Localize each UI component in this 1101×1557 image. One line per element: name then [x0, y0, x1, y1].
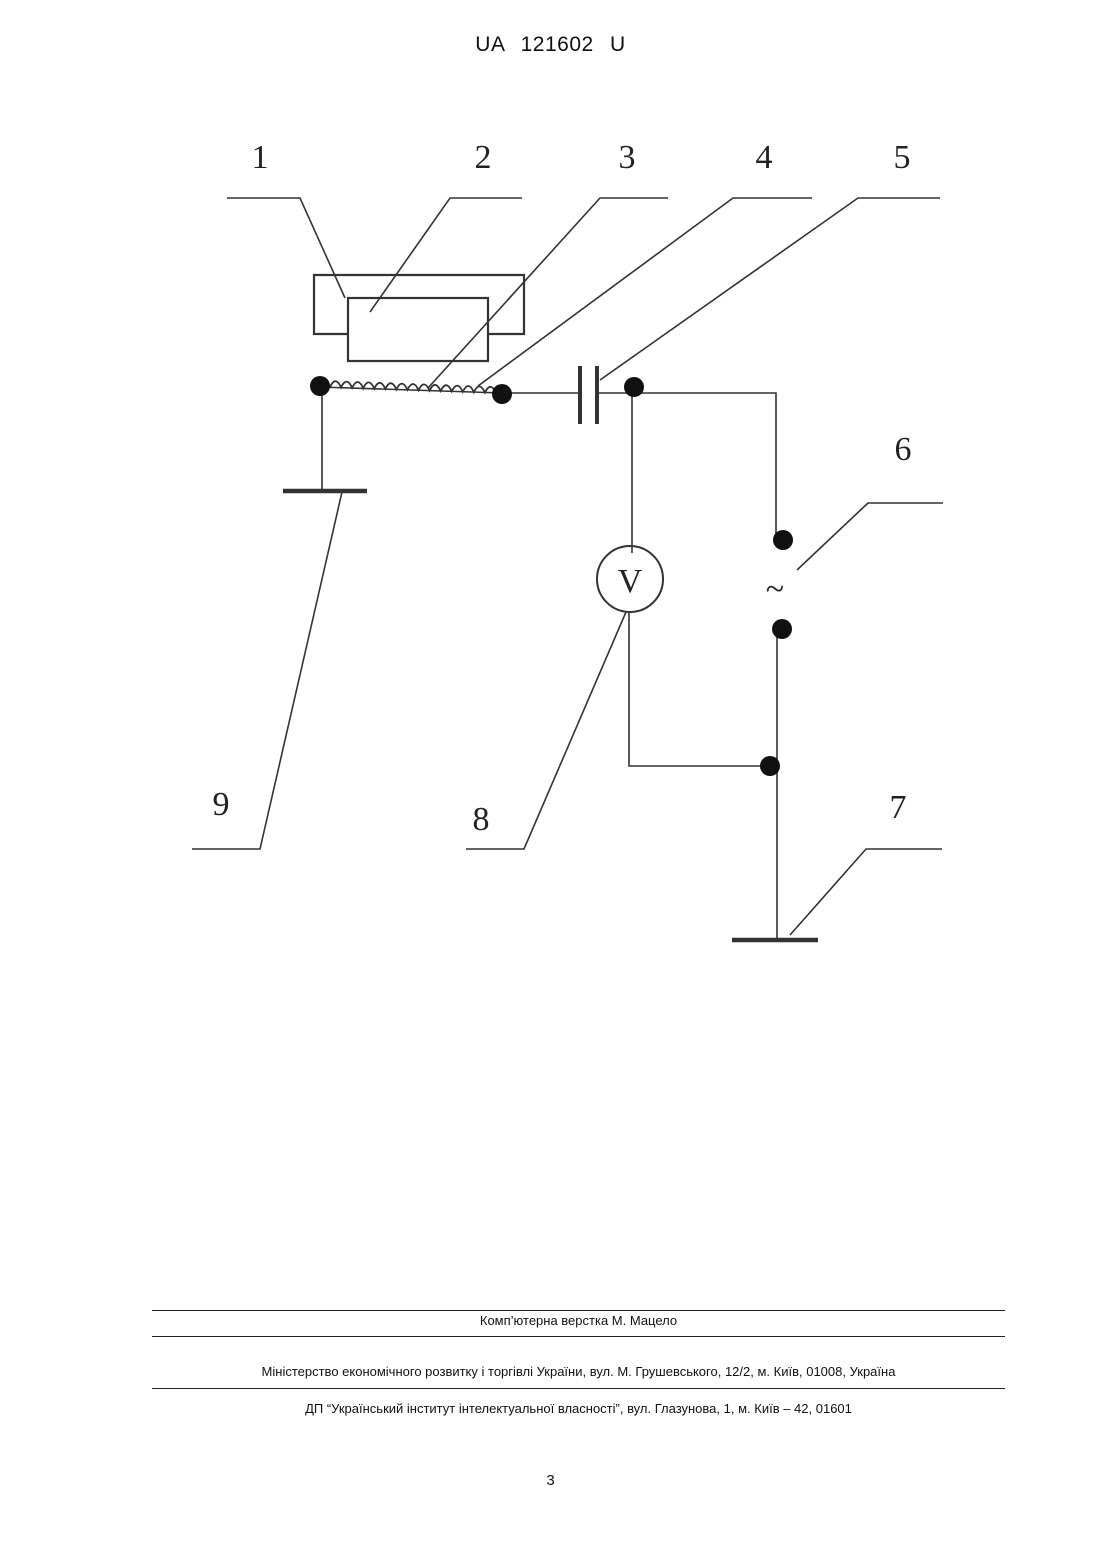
leader-7 [790, 849, 942, 935]
node-junction [760, 756, 780, 776]
leader-5 [600, 198, 940, 380]
node-capacitor-right [624, 377, 644, 397]
label-7: 7 [890, 789, 907, 826]
ac-source-symbol: ~ [766, 571, 784, 608]
terminal-bottom [772, 619, 792, 639]
holder-frame [314, 275, 524, 334]
label-9: 9 [213, 786, 230, 823]
node-left [310, 376, 330, 396]
circuit-diagram: V ~ 1 2 3 4 5 6 7 8 9 [0, 0, 1101, 1000]
leader-3 [428, 198, 668, 388]
terminal-top [773, 530, 793, 550]
label-2: 2 [475, 139, 492, 176]
page-number: 3 [0, 1472, 1101, 1489]
label-1: 1 [252, 139, 269, 176]
voltmeter-symbol: V [618, 563, 643, 600]
leader-6 [797, 503, 943, 570]
leader-1 [227, 198, 345, 298]
footer-rule-top [152, 1310, 1005, 1311]
wire-voltmeter-return [629, 612, 772, 766]
footer-credits: Комп’ютерна верстка М. Мацело [152, 1313, 1005, 1328]
label-6: 6 [895, 431, 912, 468]
footer-rule-middle [152, 1336, 1005, 1337]
leader-4 [478, 198, 812, 386]
label-3: 3 [619, 139, 636, 176]
label-4: 4 [756, 139, 773, 176]
footer-institute: ДП “Український інститут інтелектуальної… [152, 1401, 1005, 1416]
footer-ministry: Міністерство економічного розвитку і тор… [152, 1364, 1005, 1379]
leader-8 [466, 612, 626, 849]
footer-rule-bottom [152, 1388, 1005, 1389]
label-8: 8 [473, 801, 490, 838]
node-coil-end [492, 384, 512, 404]
leader-2 [370, 198, 522, 312]
sample-block [348, 298, 488, 361]
label-5: 5 [894, 139, 911, 176]
wire-to-source [632, 393, 776, 540]
